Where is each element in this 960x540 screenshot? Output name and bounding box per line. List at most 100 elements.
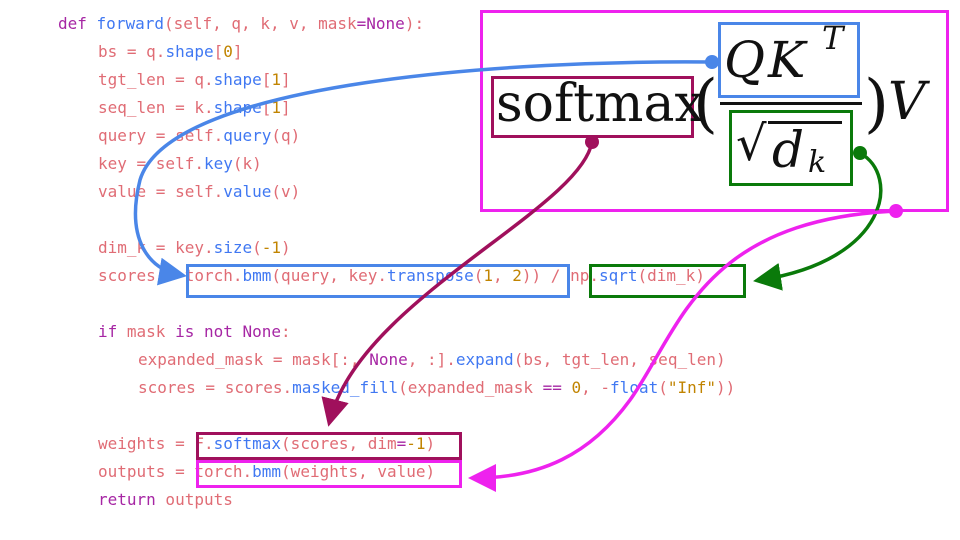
sqrt-symbol: √: [736, 116, 767, 172]
code-text: .: [203, 434, 214, 453]
code-text: torch: [194, 462, 243, 481]
code-text: .: [589, 266, 599, 285]
code-line-dim-k: dim_k = key.size(-1): [98, 238, 291, 258]
code-text: (v): [271, 182, 301, 201]
arrow-panel-to-outputs: [468, 209, 897, 492]
code-text: , :].: [407, 350, 456, 369]
code-num: 1: [271, 98, 282, 117]
numerator-k: K: [768, 31, 806, 89]
code-text: (dim_k): [637, 266, 705, 285]
arrow-softmax-to-code: [321, 141, 594, 427]
code-fn: value: [223, 182, 272, 201]
code-text: (: [252, 238, 262, 257]
code-num: -1: [261, 238, 282, 257]
arrow-sqrt-to-code: [753, 151, 883, 291]
code-line-outputs: outputs = torch.bmm(weights, value): [98, 462, 435, 482]
code-text: (scores, dim: [281, 434, 397, 453]
code-num: 0: [571, 378, 582, 397]
right-paren: ): [864, 67, 889, 141]
left-paren: (: [693, 67, 718, 141]
arrow-qkt-to-bmm: [133, 60, 713, 286]
code-attr: shape: [165, 42, 214, 61]
code-text: (expanded_mask: [398, 378, 543, 397]
params: (self, q, k, v, mask: [163, 14, 357, 33]
code-line-weights: weights = F.softmax(scores, dim=-1): [98, 434, 435, 454]
code-text: [: [213, 42, 224, 61]
keyword-return: return: [98, 490, 156, 509]
code-op: =: [396, 434, 407, 453]
numerator-t-superscript: T: [822, 19, 844, 57]
highlight-bmm-qk: [186, 264, 570, 298]
code-text: (weights, value): [281, 462, 436, 481]
code-text: outputs =: [98, 462, 195, 481]
code-text: F: [194, 434, 204, 453]
code-fn: size: [213, 238, 253, 257]
code-line-return: return outputs: [98, 490, 233, 510]
code-fn: sqrt: [598, 266, 638, 285]
code-line-query: query = self.query(q): [98, 126, 300, 146]
equals: =: [356, 14, 367, 33]
code-line-def: def forward(self, q, k, v, mask=None):: [58, 14, 424, 34]
code-op: ==: [542, 378, 562, 397]
code-text: ,: [493, 266, 513, 285]
code-text: tgt_len = q.: [98, 70, 214, 89]
fraction-bar: [720, 102, 862, 105]
code-line-if-mask: if mask is not None:: [98, 322, 291, 342]
code-text: [: [261, 70, 272, 89]
code-fn: bmm: [242, 266, 272, 285]
code-text: outputs: [155, 490, 233, 509]
softmax-label: softmax: [496, 74, 704, 134]
code-text: .: [242, 462, 253, 481]
code-text: ]: [232, 42, 243, 61]
function-name: forward: [96, 14, 164, 33]
keyword-if: if: [98, 322, 118, 341]
code-text: (bs, tgt_len, seq_len): [513, 350, 726, 369]
arrow-qkt-origin-dot: [705, 55, 719, 69]
code-text: ): [281, 238, 291, 257]
code-attr: shape: [213, 70, 262, 89]
code-text: (q): [271, 126, 301, 145]
code-fn: key: [203, 154, 233, 173]
formula-panel: [480, 10, 949, 212]
keyword-def: def: [58, 14, 87, 33]
code-text: , -: [581, 378, 611, 397]
code-text: ]: [281, 70, 291, 89]
code-text: :: [281, 322, 291, 341]
code-num: 2: [512, 266, 522, 285]
code-text: )): [716, 378, 736, 397]
v-symbol: V: [888, 72, 926, 132]
code-num: 1: [483, 266, 493, 285]
params-end: ):: [404, 14, 425, 33]
code-fn: masked_fill: [292, 378, 399, 397]
code-line-masked-fill: scores = scores.masked_fill(expanded_mas…: [138, 378, 735, 398]
numerator-q: Q: [724, 31, 765, 89]
highlight-bmm-weights: [196, 460, 462, 488]
code-line-expanded-mask: expanded_mask = mask[:, None, :].expand(…: [138, 350, 726, 370]
code-num: 0: [223, 42, 233, 61]
code-fn: float: [610, 378, 659, 397]
code-num: -1: [406, 434, 426, 453]
denominator-k-subscript: k: [808, 145, 827, 180]
code-fn: softmax: [213, 434, 282, 453]
code-text: .: [232, 266, 243, 285]
code-line-key: key = self.key(k): [98, 154, 262, 174]
code-fn: expand: [455, 350, 514, 369]
code-text: (: [658, 378, 668, 397]
code-text: torch: [184, 266, 233, 285]
code-text: ]: [281, 98, 291, 117]
keyword-is-not: is not: [175, 322, 233, 341]
code-text: np: [570, 266, 590, 285]
code-line-value: value = self.value(v): [98, 182, 300, 202]
none-keyword: None: [242, 322, 282, 341]
code-fn: bmm: [252, 462, 282, 481]
code-attr: shape: [213, 98, 262, 117]
code-text: (query, key.: [271, 266, 388, 285]
code-text: seq_len = k.: [98, 98, 214, 117]
code-text: ): [425, 434, 436, 453]
code-text: scores = scores.: [138, 378, 293, 397]
code-text: dim_k = key.: [98, 238, 214, 257]
highlight-sqrt-dimk: [589, 264, 746, 298]
code-text: bs = q.: [98, 42, 166, 61]
code-text: [: [261, 98, 272, 117]
